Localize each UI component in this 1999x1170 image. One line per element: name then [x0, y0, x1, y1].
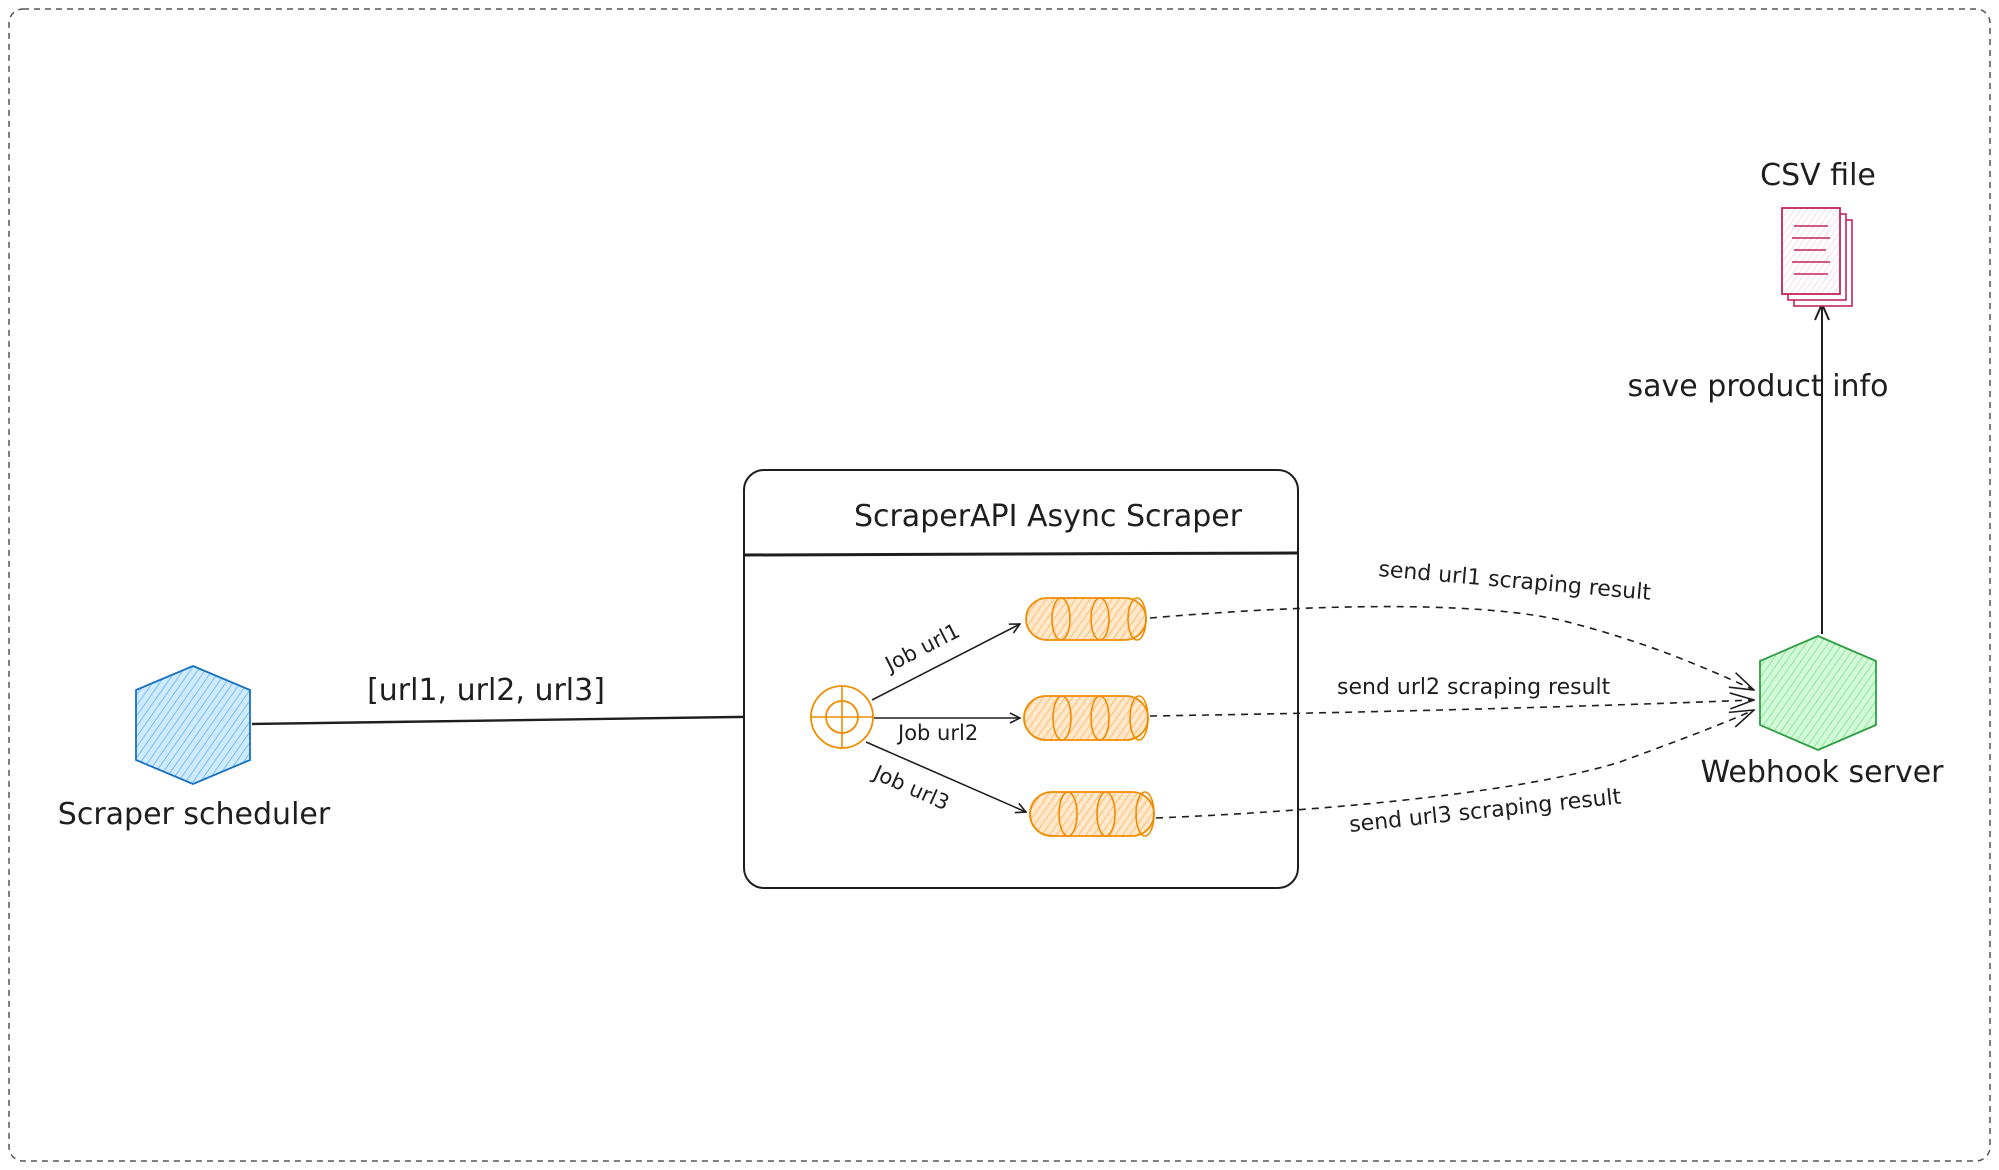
result1-label: send url1 scraping result — [1377, 557, 1652, 606]
hexagon-icon — [1759, 635, 1877, 751]
scraper-scheduler-label: Scraper scheduler — [58, 797, 331, 832]
container-divider — [744, 551, 1298, 557]
queue-3[interactable] — [1029, 791, 1155, 837]
async-scraper-container[interactable]: ScraperAPI Async Scraper — [743, 469, 1299, 889]
result3-label: send url3 scraping result — [1348, 784, 1623, 837]
document-stack-icon — [1781, 207, 1853, 307]
webhook-server-label: Webhook server — [1700, 755, 1944, 790]
dispatcher[interactable] — [810, 685, 874, 749]
cylinder-queue-icon — [1029, 791, 1155, 837]
job2-label: Job url2 — [896, 721, 978, 745]
webhook-server-node[interactable]: Webhook server — [1700, 635, 1944, 790]
container-box — [743, 469, 1299, 889]
job1-arrow — [871, 624, 1020, 701]
outer-frame — [8, 8, 1991, 1162]
container-title: ScraperAPI Async Scraper — [854, 499, 1243, 534]
url-list-label: [url1, url2, url3] — [367, 673, 605, 708]
csv-file-node[interactable]: CSV file — [1760, 158, 1876, 307]
crosshair-circle-icon — [810, 685, 874, 749]
queue-2[interactable] — [1023, 695, 1149, 741]
result1-arrow — [1149, 605, 1754, 690]
scraper-scheduler-node[interactable]: Scraper scheduler — [58, 665, 331, 832]
cylinder-queue-icon — [1023, 695, 1149, 741]
hexagon-icon — [135, 665, 251, 785]
cylinder-queue-icon — [1025, 597, 1147, 641]
result2-arrow — [1149, 700, 1754, 717]
url-list-arrow — [251, 716, 806, 726]
queue-1[interactable] — [1025, 597, 1147, 641]
save-label: save product info — [1628, 369, 1889, 404]
result2-label: send url2 scraping result — [1337, 675, 1611, 700]
result3-arrow — [1155, 710, 1754, 819]
csv-file-label: CSV file — [1760, 158, 1876, 193]
job3-arrow — [865, 741, 1026, 812]
